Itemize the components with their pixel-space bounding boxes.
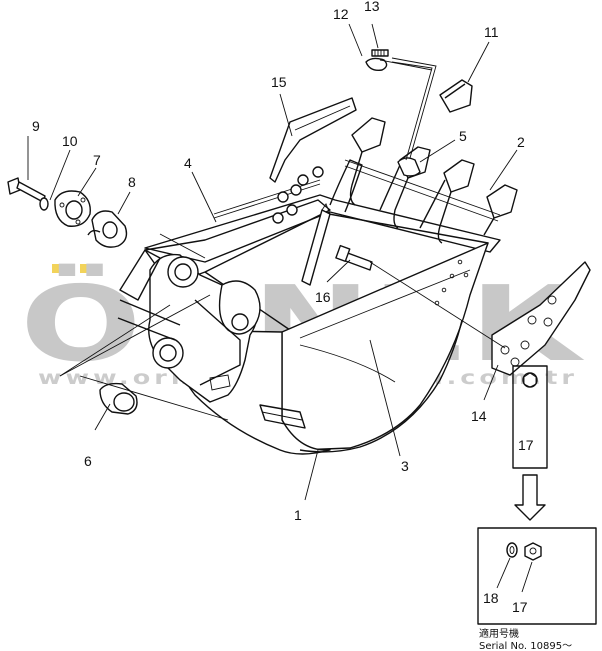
label-part-9: 9 xyxy=(32,118,40,134)
label-part-11: 11 xyxy=(484,24,499,40)
label-part-15: 15 xyxy=(271,74,287,90)
label-part-12: 12 xyxy=(333,6,349,22)
label-part-10: 10 xyxy=(62,133,78,149)
retainer-pin-13 xyxy=(371,49,389,57)
nut-callout-box xyxy=(512,365,548,521)
label-part-17: 17 xyxy=(518,437,534,453)
label-part-2: 2 xyxy=(517,134,525,150)
label-part-13: 13 xyxy=(364,0,380,14)
side-cutter-left xyxy=(269,97,357,183)
leader-lines xyxy=(27,23,518,501)
left-hardware xyxy=(7,177,138,415)
long-pin xyxy=(301,203,331,286)
label-part-7: 7 xyxy=(93,152,101,168)
label-part-4: 4 xyxy=(184,155,192,171)
label-part-6: 6 xyxy=(84,453,92,469)
bolt-group xyxy=(272,166,324,224)
watermark-accent-left xyxy=(52,264,70,273)
serial-note-number: Serial No. 10895～ xyxy=(479,641,572,651)
pin-5 xyxy=(397,157,421,177)
serial-variant-box xyxy=(477,527,597,625)
watermark-accent-right xyxy=(80,264,98,273)
label-part-18: 18 xyxy=(483,590,499,606)
label-part-14: 14 xyxy=(471,408,487,424)
bolt-16 xyxy=(335,244,373,271)
side-cutter-right xyxy=(491,261,591,376)
side-shroud xyxy=(117,179,321,341)
label-part-3: 3 xyxy=(401,458,409,474)
label-part-5: 5 xyxy=(459,128,467,144)
label-part-8: 8 xyxy=(128,174,136,190)
part-labels: 1 2 3 4 5 6 7 8 9 10 11 12 13 14 15 16 1… xyxy=(32,0,534,615)
link-bracket xyxy=(148,253,261,403)
serial-note: 適用号機 Serial No. 10895～ xyxy=(479,627,572,651)
label-part-17-variant: 17 xyxy=(512,599,528,615)
label-part-1: 1 xyxy=(294,507,302,523)
serial-note-japanese: 適用号機 xyxy=(479,627,519,640)
bucket-teeth xyxy=(329,79,518,244)
clip-12 xyxy=(365,57,388,72)
label-part-16: 16 xyxy=(315,289,331,305)
